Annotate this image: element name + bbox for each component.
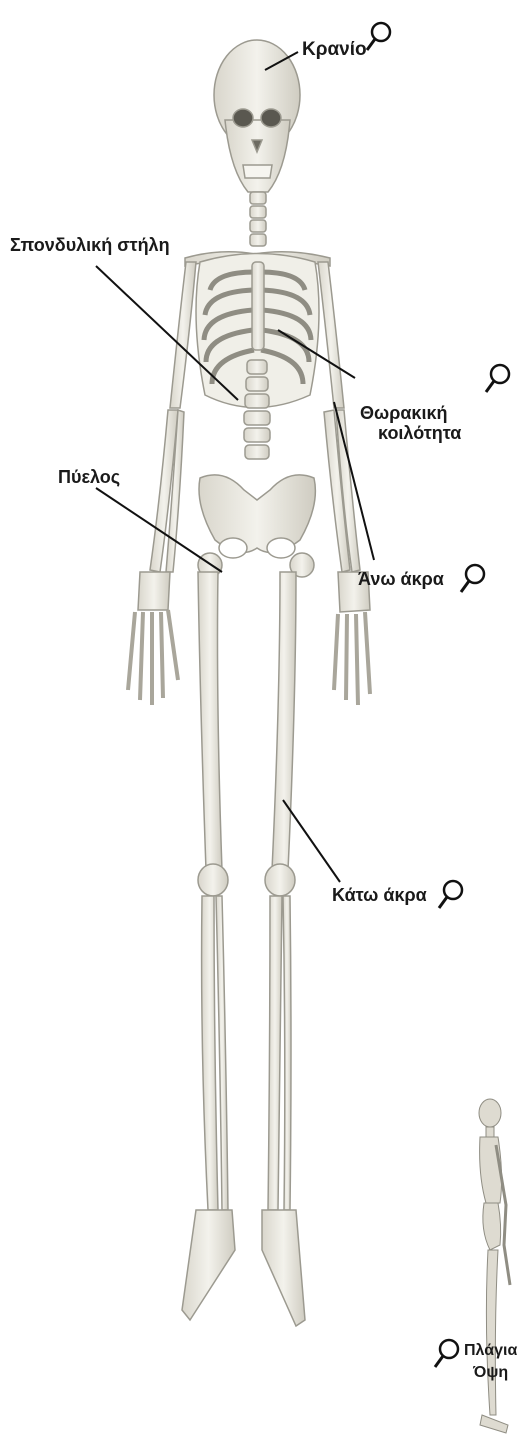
label-side-view-line2: Όψη xyxy=(464,1365,517,1381)
label-side-view-line1: Πλάγια xyxy=(464,1343,517,1359)
label-lower-limbs[interactable]: Κάτω άκρα xyxy=(332,886,427,904)
label-spine[interactable]: Σπονδυλική στήλη xyxy=(10,236,170,254)
skeleton-front-view xyxy=(0,0,532,1409)
label-upper-limbs[interactable]: Άνω άκρα xyxy=(358,570,444,588)
skeleton-side-view-thumbnail[interactable] xyxy=(460,1085,526,1445)
magnifier-icon[interactable] xyxy=(364,20,394,54)
magnifier-icon[interactable] xyxy=(432,1337,462,1371)
left-leg xyxy=(262,553,314,1326)
right-leg xyxy=(182,553,235,1320)
magnifier-icon[interactable] xyxy=(483,362,513,396)
label-thoracic-cavity[interactable]: Θωρακική κοιλότητα xyxy=(360,404,461,442)
cervical-spine xyxy=(250,192,266,246)
skull xyxy=(214,40,300,192)
magnifier-icon[interactable] xyxy=(458,562,488,596)
left-arm xyxy=(318,262,370,705)
label-skull[interactable]: Κρανίο xyxy=(302,40,367,59)
label-thoracic-cavity-line1: Θωρακική xyxy=(360,404,461,422)
label-side-view[interactable]: Πλάγια Όψη xyxy=(464,1343,517,1381)
label-pelvis[interactable]: Πύελος xyxy=(58,468,120,486)
pelvis xyxy=(199,475,315,558)
label-thoracic-cavity-line2: κοιλότητα xyxy=(378,424,461,442)
magnifier-icon[interactable] xyxy=(436,878,466,912)
